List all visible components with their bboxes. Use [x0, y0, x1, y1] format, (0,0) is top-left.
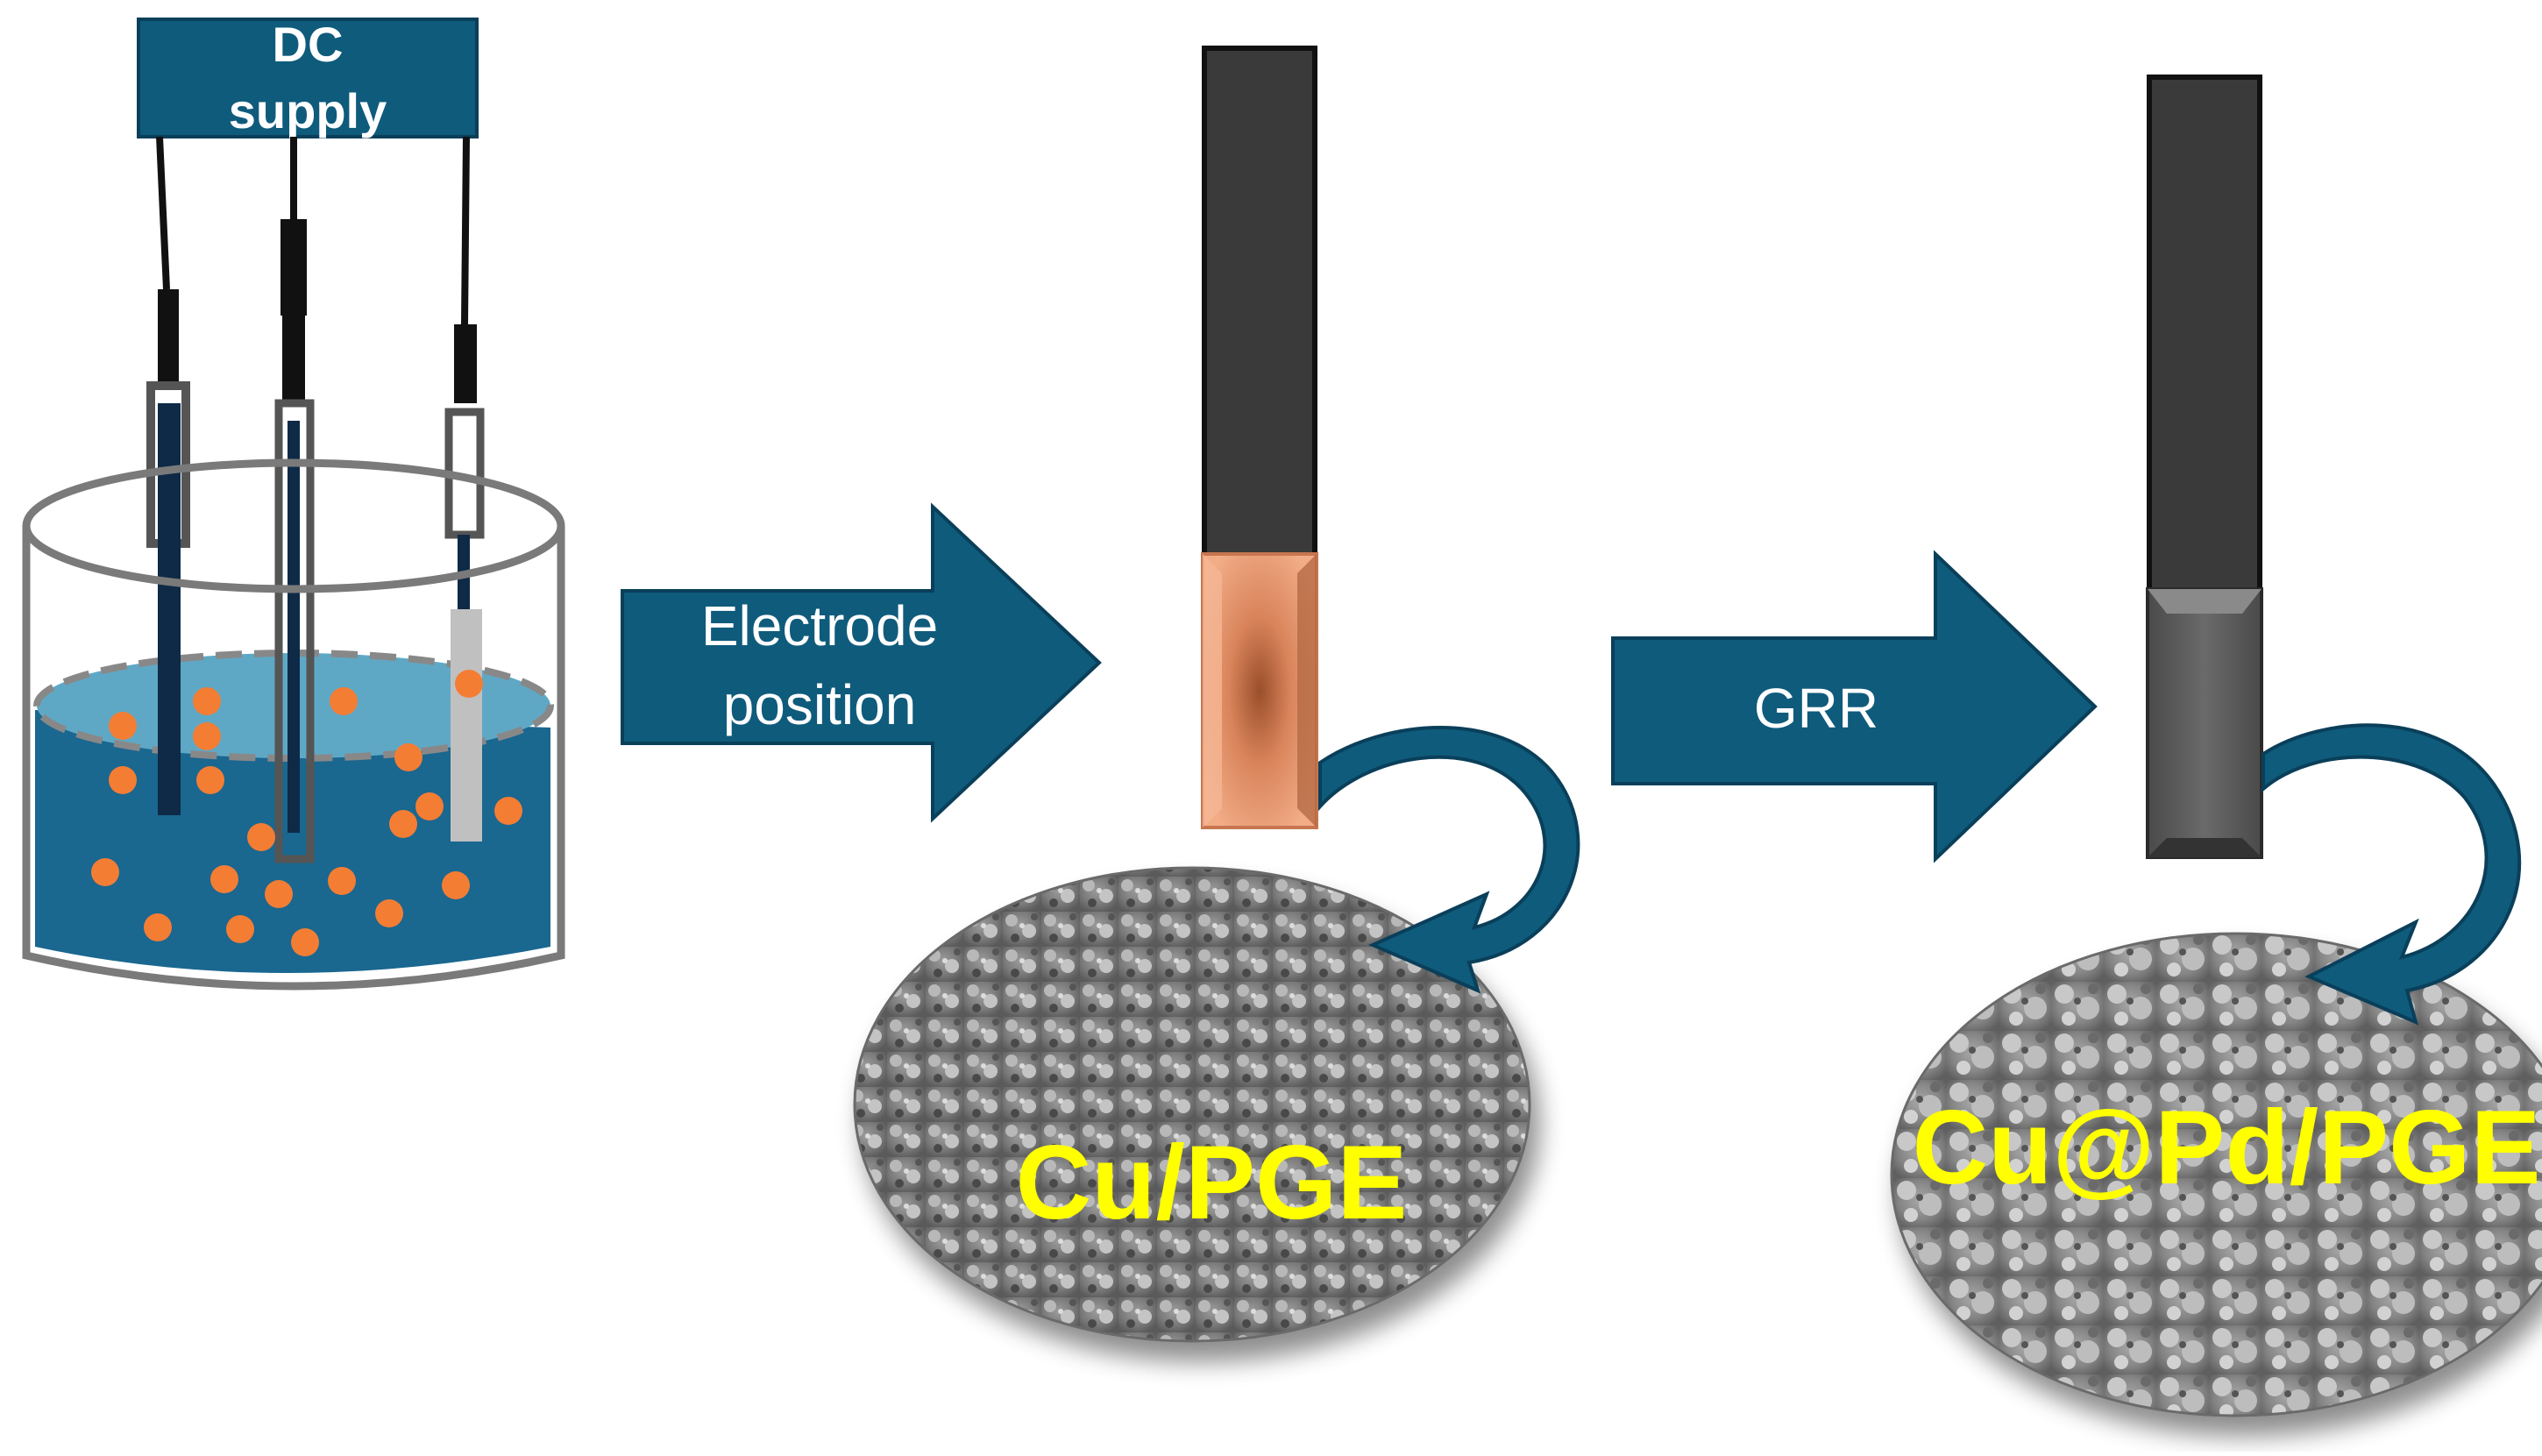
copper-ions [91, 670, 522, 956]
electrochemical-cell-icon: DC supply [22, 17, 565, 991]
palladium-coating [2146, 587, 2263, 859]
beaker [22, 458, 565, 991]
sem-micrograph-icon-cupd [1890, 932, 2542, 1417]
dc-supply-label-line1: DC [273, 17, 344, 72]
grr-arrow: GRR [1611, 550, 2098, 863]
graphite-lead [1202, 46, 1317, 559]
electrodeposition-label-line2: position [723, 673, 917, 736]
dc-supply-box [137, 18, 479, 138]
sample-label-cu-pge: Cu/PGE [1016, 1124, 1408, 1241]
cu-pge-electrode [1201, 46, 1318, 829]
wires [156, 136, 470, 325]
sample-label-cu-pd-pge: Cu@Pd/PGE [1912, 1089, 2540, 1206]
cu-pd-pge-electrode [2146, 75, 2263, 859]
dc-supply-label-line2: supply [229, 83, 387, 138]
graphite-lead-2 [2147, 75, 2262, 595]
electrodeposition-label-line1: Electrode [701, 594, 938, 657]
right-electrode [444, 324, 485, 842]
electrodeposition-arrow: Electrode position [621, 502, 1102, 823]
grr-label: GRR [1754, 677, 1878, 740]
sem-micrograph-icon-cu [853, 866, 1531, 1343]
curved-arrow-icon-1 [1318, 726, 1580, 994]
curved-arrow-icon-2 [2262, 723, 2522, 1026]
center-electrode [274, 219, 315, 863]
